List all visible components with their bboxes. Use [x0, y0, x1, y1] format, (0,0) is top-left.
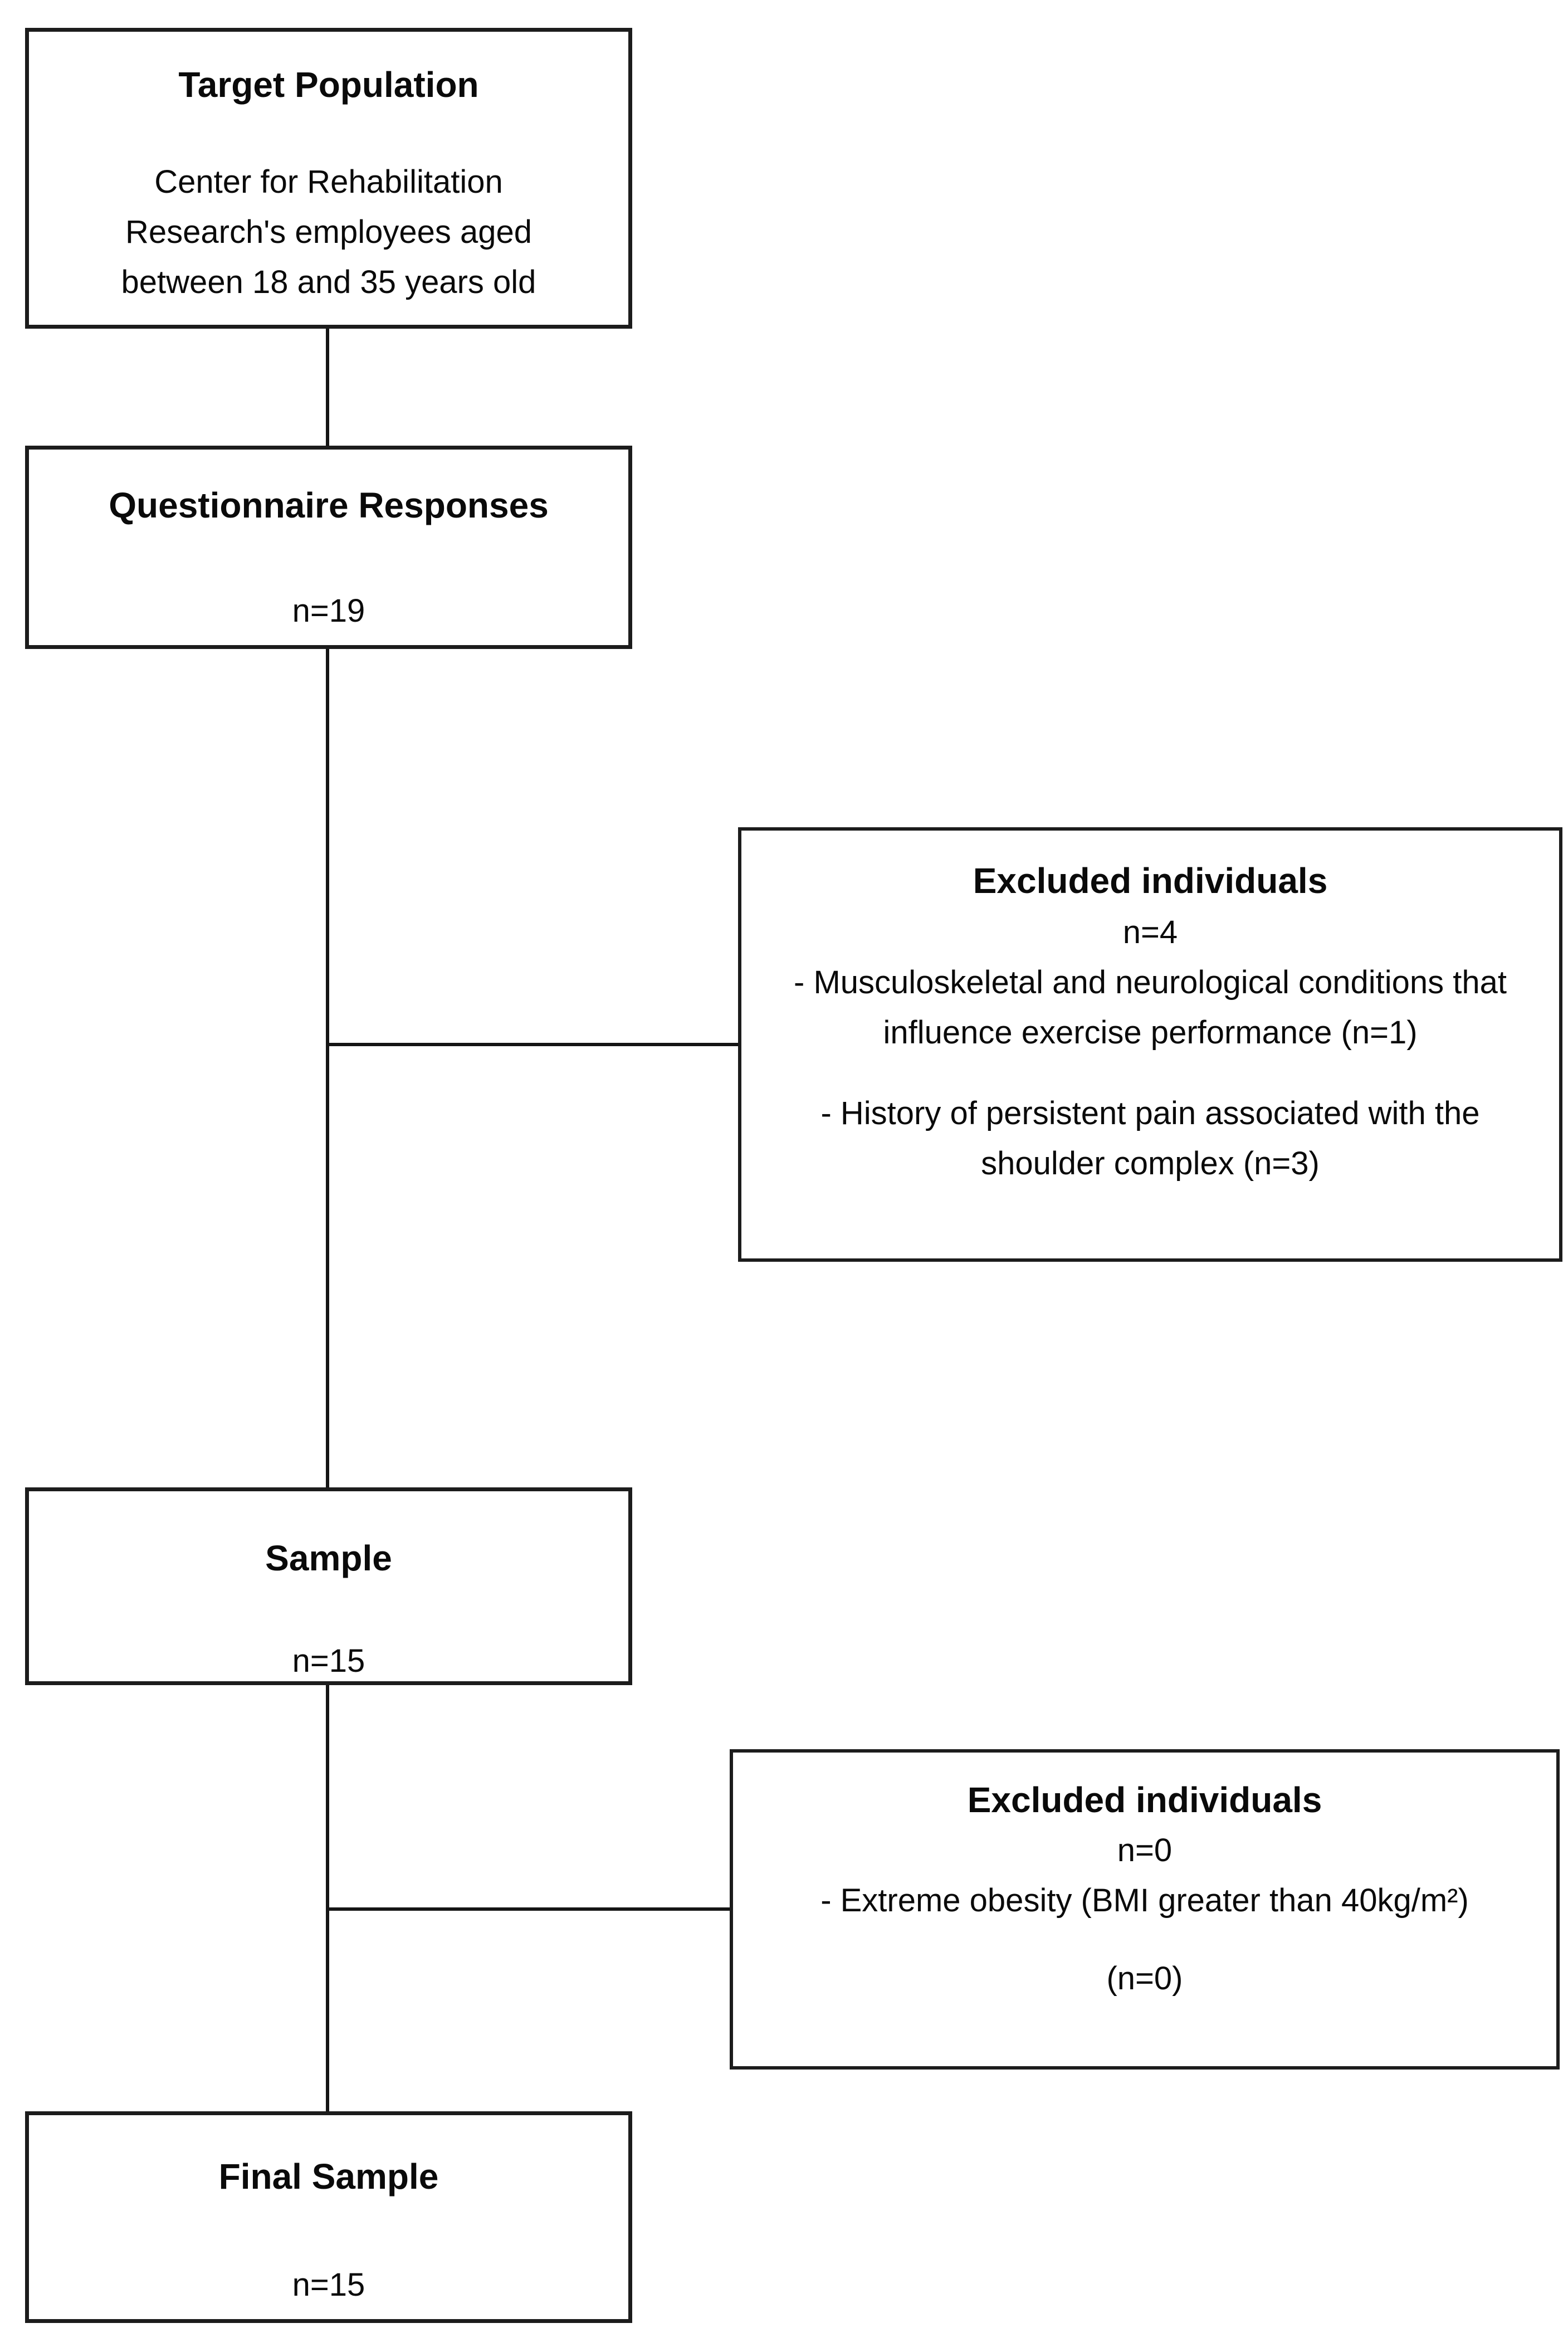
sample-title: Sample: [265, 1538, 392, 1578]
final-sample-count: n=15: [292, 2267, 365, 2303]
excluded-individuals-2-reason-1: - Extreme obesity (BMI greater than 40kg…: [820, 1882, 1469, 1919]
excluded-individuals-2-title: Excluded individuals: [967, 1780, 1322, 1820]
questionnaire-responses-title: Questionnaire Responses: [109, 485, 549, 525]
excluded-individuals-1-count: n=4: [1122, 914, 1178, 950]
final-sample-title: Final Sample: [218, 2156, 439, 2197]
connector-questionnaire-to-sample: [326, 648, 329, 1489]
excluded-individuals-2-count: n=0: [1117, 1832, 1173, 1868]
box-final-sample: Final Sample n=15: [25, 2111, 632, 2323]
box-target-population: Target Population Center for Rehabilitat…: [25, 28, 632, 329]
questionnaire-responses-count: n=19: [292, 593, 365, 629]
box-sample: Sample n=15: [25, 1487, 632, 1685]
connector-sample-to-final-sample: [326, 1684, 329, 2113]
target-population-title: Target Population: [178, 65, 479, 105]
connector-branch-to-excluded-1: [326, 1043, 739, 1046]
excluded-individuals-1-reason-2: - History of persistent pain associated …: [820, 1095, 1480, 1182]
connector-target-to-questionnaire: [326, 328, 329, 448]
excluded-individuals-1-title: Excluded individuals: [973, 861, 1328, 901]
excluded-individuals-2-reason-count: (n=0): [1106, 1960, 1183, 1997]
box-excluded-individuals-2: Excluded individuals n=0 - Extreme obesi…: [730, 1749, 1560, 2070]
connector-branch-to-excluded-2: [326, 1907, 731, 1911]
box-questionnaire-responses: Questionnaire Responses n=19: [25, 446, 632, 649]
box-excluded-individuals-1: Excluded individuals n=4 - Musculoskelet…: [738, 827, 1562, 1262]
sample-count: n=15: [292, 1643, 365, 1679]
target-population-description: Center for Rehabilitation Research's emp…: [121, 164, 536, 300]
excluded-individuals-1-reason-1: - Musculoskeletal and neurological condi…: [794, 964, 1507, 1051]
